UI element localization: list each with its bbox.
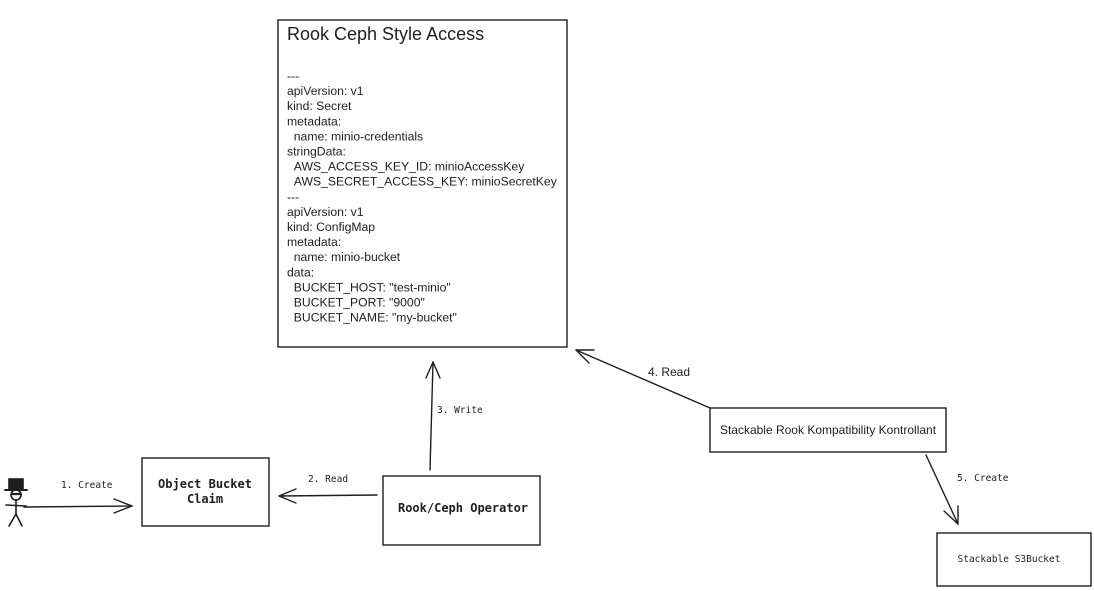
yaml-line: ---	[287, 190, 299, 204]
rook-ceph-operator-node: Rook/Ceph Operator	[382, 475, 541, 546]
top-hat-crown	[8, 478, 24, 491]
edge-create-5: 5. Create	[925, 454, 1009, 525]
yaml-line: name: minio-credentials	[287, 129, 423, 143]
yaml-line: metadata:	[287, 114, 341, 128]
edge-write-3-line	[429, 361, 434, 471]
actor-left-leg	[8, 513, 17, 527]
edge-write-3: 3. Write	[425, 361, 483, 471]
rook-ceph-style-access-box: Rook Ceph Style Access ---apiVersion: v1…	[277, 19, 568, 348]
yaml-line: apiVersion: v1	[287, 84, 364, 98]
rook-ceph-operator-box	[382, 475, 541, 546]
yaml-line: BUCKET_NAME: "my-bucket"	[287, 311, 457, 325]
object-bucket-claim-label-line-1: Object Bucket	[158, 477, 252, 491]
edge-create-1-line	[23, 505, 133, 508]
edge-read-2: 2. Read	[278, 474, 378, 504]
yaml-line: kind: ConfigMap	[287, 220, 375, 234]
yaml-line: metadata:	[287, 235, 341, 249]
s3bucket-box	[936, 532, 1092, 587]
kontrollant-box	[709, 407, 947, 453]
yaml-line: AWS_SECRET_ACCESS_KEY: minioSecretKey	[287, 175, 558, 189]
yaml-line: stringData:	[287, 145, 346, 159]
yaml-line: name: minio-bucket	[287, 250, 401, 264]
edge-create-5-label: 5. Create	[957, 473, 1009, 484]
edge-read-2-arrowhead	[278, 488, 297, 504]
yaml-line: BUCKET_PORT: "9000"	[287, 296, 425, 310]
yaml-line: ---	[287, 69, 299, 83]
rook-box-border	[277, 19, 568, 348]
edge-write-3-label: 3. Write	[437, 405, 483, 416]
edge-create-1: 1. Create	[23, 480, 133, 514]
yaml-line: AWS_ACCESS_KEY_ID: minioAccessKey	[287, 160, 525, 174]
yaml-line: kind: Secret	[287, 99, 352, 113]
object-bucket-claim-box	[141, 457, 270, 527]
s3bucket-node: Stackable S3Bucket	[936, 532, 1092, 587]
actor-stick-figure-icon	[4, 478, 28, 527]
edge-create-5-line	[925, 454, 959, 525]
actor-right-leg	[15, 513, 23, 527]
edge-write-3-arrowhead	[425, 361, 441, 379]
edge-read-4-arrowhead	[575, 349, 595, 364]
edge-create-1-label: 1. Create	[61, 480, 113, 491]
edge-read-4: 4. Read	[575, 349, 711, 409]
edge-read-2-label: 2. Read	[308, 474, 348, 485]
yaml-line: data:	[287, 265, 314, 279]
yaml-line: BUCKET_HOST: "test-minio"	[287, 280, 451, 294]
yaml-line: apiVersion: v1	[287, 205, 364, 219]
edge-create-1-arrowhead	[113, 498, 133, 514]
edge-read-4-label: 4. Read	[648, 365, 690, 379]
edge-read-4-line	[575, 349, 711, 409]
rook-ceph-operator-label: Rook/Ceph Operator	[398, 501, 528, 515]
edge-create-5-arrowhead	[943, 505, 959, 525]
kontrollant-label: Stackable Rook Kompatibility Kontrollant	[720, 423, 937, 437]
edge-read-2-line	[278, 494, 378, 497]
actor-arms	[5, 504, 27, 507]
s3bucket-label: Stackable S3Bucket	[958, 554, 1061, 565]
rook-box-title: Rook Ceph Style Access	[287, 24, 484, 44]
kontrollant-node: Stackable Rook Kompatibility Kontrollant	[709, 407, 947, 453]
object-bucket-claim-node: Object Bucket Claim	[141, 457, 270, 527]
object-bucket-claim-label-line-2: Claim	[187, 492, 223, 506]
